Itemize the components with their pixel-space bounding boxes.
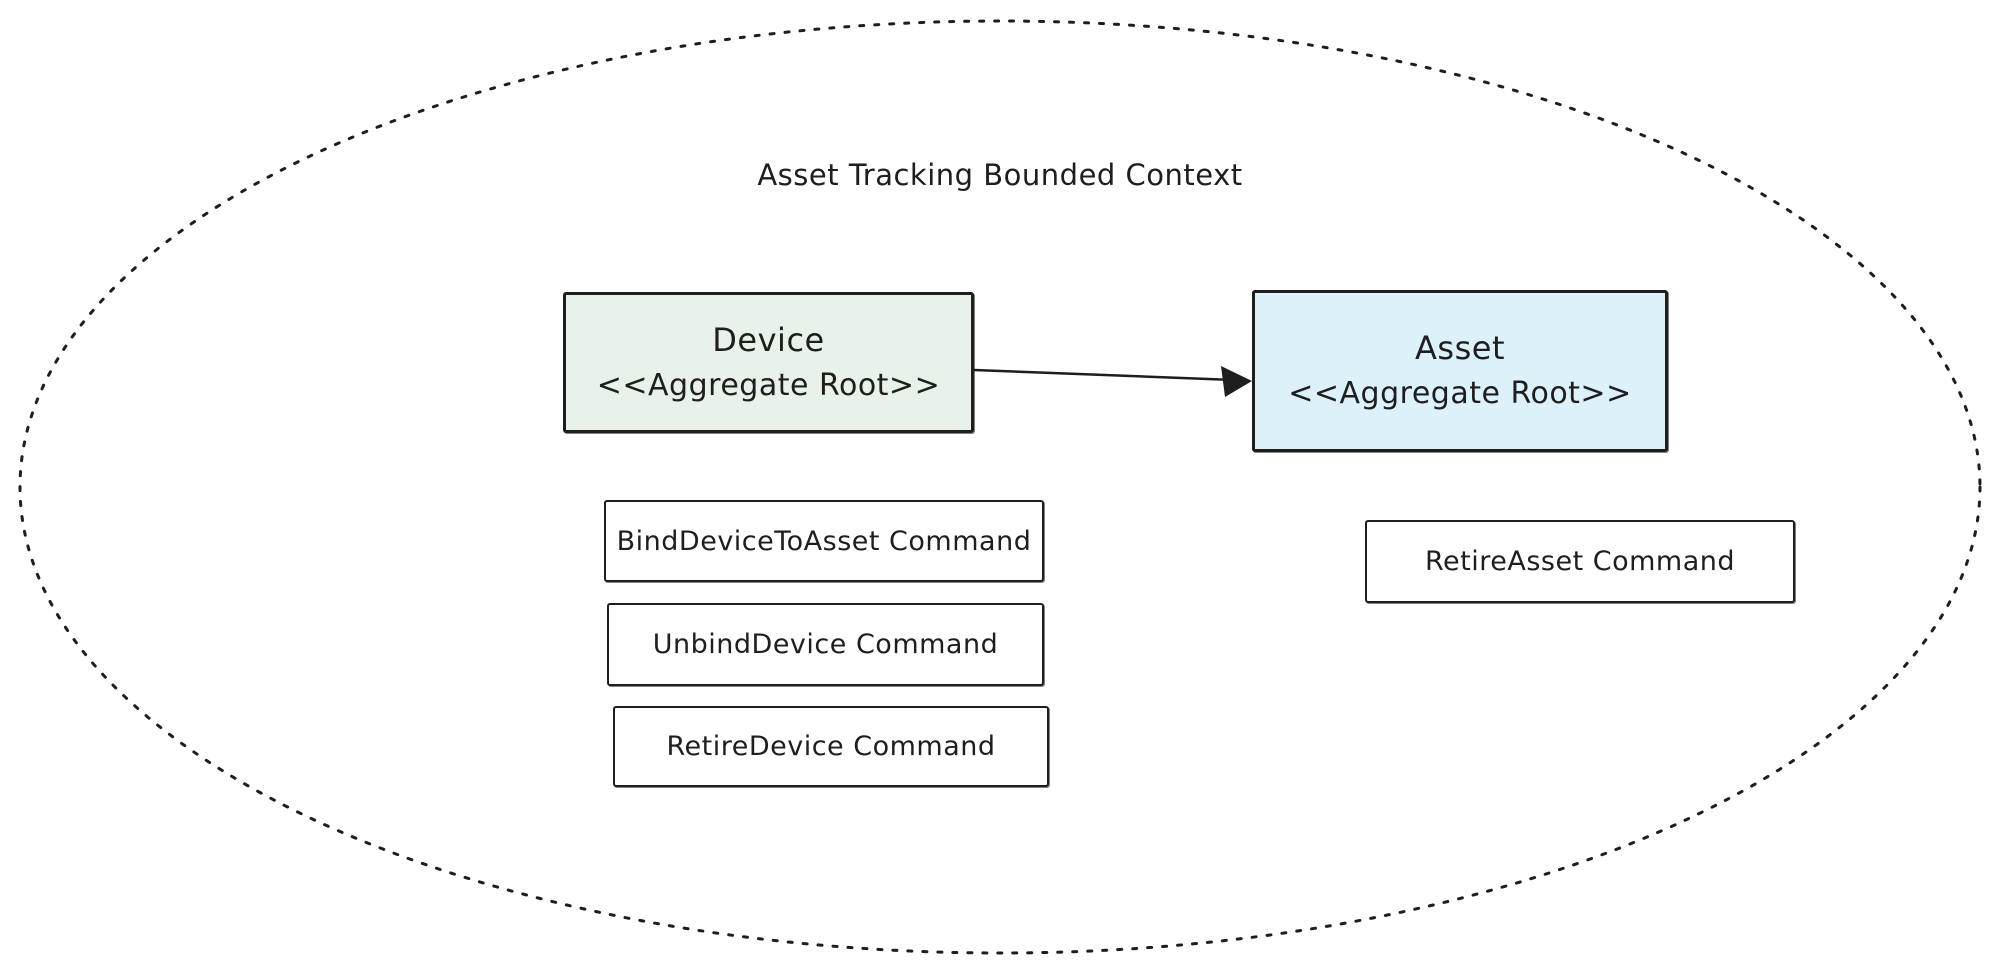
device-aggregate-name: Device (712, 320, 825, 359)
command-label: BindDeviceToAsset Command (616, 525, 1032, 557)
command-box-retire-asset: RetireAsset Command (1365, 520, 1795, 603)
command-label: RetireDevice Command (666, 731, 996, 762)
asset-aggregate-box: Asset <<Aggregate Root>> (1252, 290, 1668, 452)
command-label: UnbindDevice Command (652, 629, 999, 660)
device-aggregate-box: Device <<Aggregate Root>> (563, 292, 974, 433)
device-aggregate-stereotype: <<Aggregate Root>> (596, 367, 941, 403)
command-label: RetireAsset Command (1424, 546, 1736, 577)
arrowhead-icon (1221, 366, 1252, 397)
asset-aggregate-stereotype: <<Aggregate Root>> (1288, 376, 1632, 411)
command-box-unbind-device: UnbindDevice Command (607, 603, 1044, 686)
command-box-retire-device: RetireDevice Command (613, 706, 1049, 787)
device-to-asset-arrow (973, 366, 1252, 397)
bounded-context-label: Asset Tracking Bounded Context (757, 158, 1243, 192)
command-box-bind-device-to-asset: BindDeviceToAsset Command (604, 500, 1044, 582)
asset-aggregate-name: Asset (1415, 329, 1505, 367)
